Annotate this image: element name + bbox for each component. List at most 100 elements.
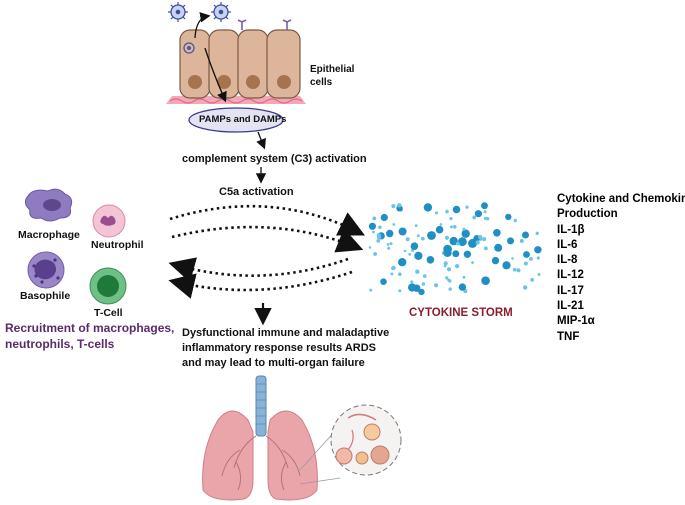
virus-exit-arrow xyxy=(194,12,211,39)
cytokine-particle xyxy=(380,213,388,222)
epithelial-cells xyxy=(166,19,306,104)
cytokine-particle xyxy=(392,223,396,226)
macrophage-label: Macrophage xyxy=(18,229,80,241)
cytokine-particle xyxy=(398,272,402,277)
dotted-arrow-to-storm-1 xyxy=(169,204,365,236)
cytokine-particle xyxy=(484,246,488,251)
cytokine-list: Cytokine and Chemokine Production IL-1β … xyxy=(557,192,685,345)
cytokine-particle xyxy=(485,217,490,221)
dotted-arrow-to-storm-2 xyxy=(171,225,364,253)
cytokine-particle xyxy=(516,268,521,273)
cytokine-particle xyxy=(523,285,528,290)
cytokine-particle xyxy=(414,224,418,228)
cytokine-particle xyxy=(376,239,381,243)
cytokine-list-title: Cytokine and Chemokine xyxy=(557,193,685,205)
cytokine-particle xyxy=(447,278,451,282)
cytokine-particle xyxy=(408,283,417,292)
pamps-label: PAMPs and DAMPs xyxy=(199,114,287,125)
cytokine-particle xyxy=(380,278,387,286)
neutrophil-label: Neutrophil xyxy=(91,239,144,251)
cytokine-particle xyxy=(493,229,501,237)
c5a-label: C5a activation xyxy=(219,186,294,198)
cytokine-particle xyxy=(465,205,469,209)
cytokine-particle xyxy=(462,227,466,231)
cytokine-particle xyxy=(418,288,425,296)
cytokine-item: IL-21 xyxy=(557,300,584,313)
cytokine-particle xyxy=(397,203,402,208)
cytokine-particle xyxy=(449,236,458,246)
dotted-arrow-back-1 xyxy=(168,257,349,283)
cytokine-particle xyxy=(434,283,439,288)
cytokine-particle xyxy=(523,251,530,258)
cytokine-particle xyxy=(456,241,460,246)
cytokine-particle xyxy=(405,237,410,242)
outcome-line1: Dysfunctional immune and maladaptive xyxy=(182,327,390,339)
cytokine-particle xyxy=(535,231,539,235)
cytokine-particle xyxy=(386,229,394,238)
cytokine-particle xyxy=(505,213,512,221)
cytokine-particle xyxy=(479,238,483,241)
tcell-label: T-Cell xyxy=(94,307,123,319)
cytokine-particle xyxy=(445,276,449,280)
cytokine-particle xyxy=(472,215,477,220)
cytokine-particle xyxy=(529,257,533,261)
cytokine-particle xyxy=(536,256,540,260)
cytokine-particle xyxy=(369,288,373,292)
cytokine-storm-label: CYTOKINE STORM xyxy=(409,307,513,319)
cytokine-particle xyxy=(462,275,466,279)
virus-in-cell xyxy=(183,42,195,54)
cytokine-item: IL-12 xyxy=(557,269,584,282)
cytokine-particle xyxy=(519,239,524,243)
cytokine-particle xyxy=(458,283,467,291)
cytokine-particle xyxy=(534,246,542,254)
cytokine-particle xyxy=(387,246,391,250)
cytokine-particle xyxy=(483,216,487,220)
cytokine-particle xyxy=(391,204,396,209)
cytokine-particle xyxy=(372,230,375,234)
complement-label: complement system (C3) activation xyxy=(182,153,367,165)
cytokine-item: IL-6 xyxy=(557,238,578,251)
basophile-cell xyxy=(27,251,65,289)
cytokine-particle xyxy=(391,265,396,271)
recruitment-label-line2: neutrophils, T-cells xyxy=(5,337,115,351)
cytokine-item: TNF xyxy=(557,330,580,343)
cytokine-particle xyxy=(443,248,452,257)
cytokine-particle xyxy=(422,274,427,278)
cytokine-particle xyxy=(475,240,480,245)
cytokine-particle xyxy=(421,282,426,286)
cytokine-particle xyxy=(403,249,407,253)
cytokine-particle xyxy=(453,225,457,229)
cytokine-particle xyxy=(537,273,541,276)
cytokine-item: IL-1β xyxy=(557,223,585,236)
cytokine-particle xyxy=(410,242,419,250)
macrophage-cell xyxy=(24,188,73,222)
virus-icon xyxy=(168,2,188,22)
pamps-ellipse xyxy=(188,107,284,133)
cytokine-particle xyxy=(443,264,447,268)
cytokine-particle xyxy=(513,218,517,223)
pamps-to-complement-arrow xyxy=(256,131,266,150)
cytokine-particle xyxy=(423,203,433,212)
cytokine-storm-cluster xyxy=(368,202,542,296)
cytokine-particle xyxy=(398,227,407,236)
cytokine-particle xyxy=(474,210,482,218)
cytokine-particle xyxy=(452,205,461,214)
cytokine-particle xyxy=(507,237,514,245)
cytokine-particle xyxy=(376,233,382,238)
cytokine-particle xyxy=(502,261,511,270)
tcell-cell xyxy=(89,267,127,305)
cytokine-particle xyxy=(455,264,460,269)
lungs-illustration xyxy=(202,375,402,501)
cytokine-particle xyxy=(463,250,472,258)
cytokine-particle xyxy=(530,278,535,282)
outcome-line2: inflammatory response results ARDS xyxy=(182,342,376,354)
cytokine-particle xyxy=(458,237,467,247)
cytokine-particle xyxy=(444,235,449,240)
cytokine-particle xyxy=(398,258,407,267)
dotted-arrow-back-2 xyxy=(168,270,353,299)
cytokine-item: IL-8 xyxy=(557,254,578,267)
cytokine-particle xyxy=(468,238,477,248)
cytokine-particle xyxy=(446,267,452,272)
cytokine-particle xyxy=(523,261,528,266)
